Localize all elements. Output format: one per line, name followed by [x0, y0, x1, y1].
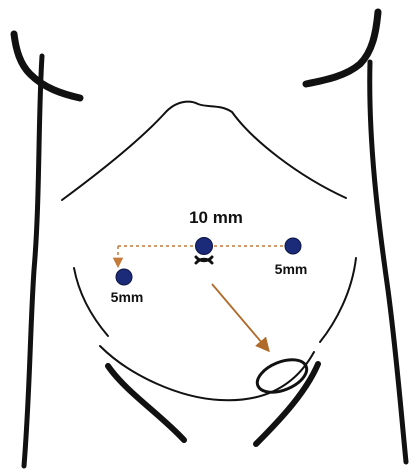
left-shoulder-line	[14, 34, 80, 98]
right-port-label: 5mm	[275, 261, 308, 277]
right-port-marker	[285, 238, 301, 254]
camera-port: 10 mm	[189, 208, 243, 263]
left-port-marker	[116, 269, 132, 285]
left-groin-line	[108, 366, 184, 440]
left-waist-curve	[74, 268, 108, 336]
torso-outline	[14, 12, 406, 466]
right-waist-curve	[320, 258, 356, 342]
trocar-ports: 10 mm 5mm 5mm	[111, 208, 308, 305]
right-port: 5mm	[275, 238, 308, 277]
left-flank-line	[24, 56, 42, 466]
umbilicus-icon	[196, 257, 212, 263]
extraction-direction-arrow	[212, 284, 268, 350]
rib-cage-line	[62, 102, 346, 200]
umbilical-port-marker	[196, 238, 213, 255]
right-flank-line	[370, 62, 406, 462]
left-port: 5mm	[111, 269, 144, 305]
left-port-label: 5mm	[111, 289, 144, 305]
right-shoulder-line	[306, 12, 378, 84]
camera-port-label: 10 mm	[189, 208, 243, 227]
right-groin-line	[256, 364, 318, 444]
